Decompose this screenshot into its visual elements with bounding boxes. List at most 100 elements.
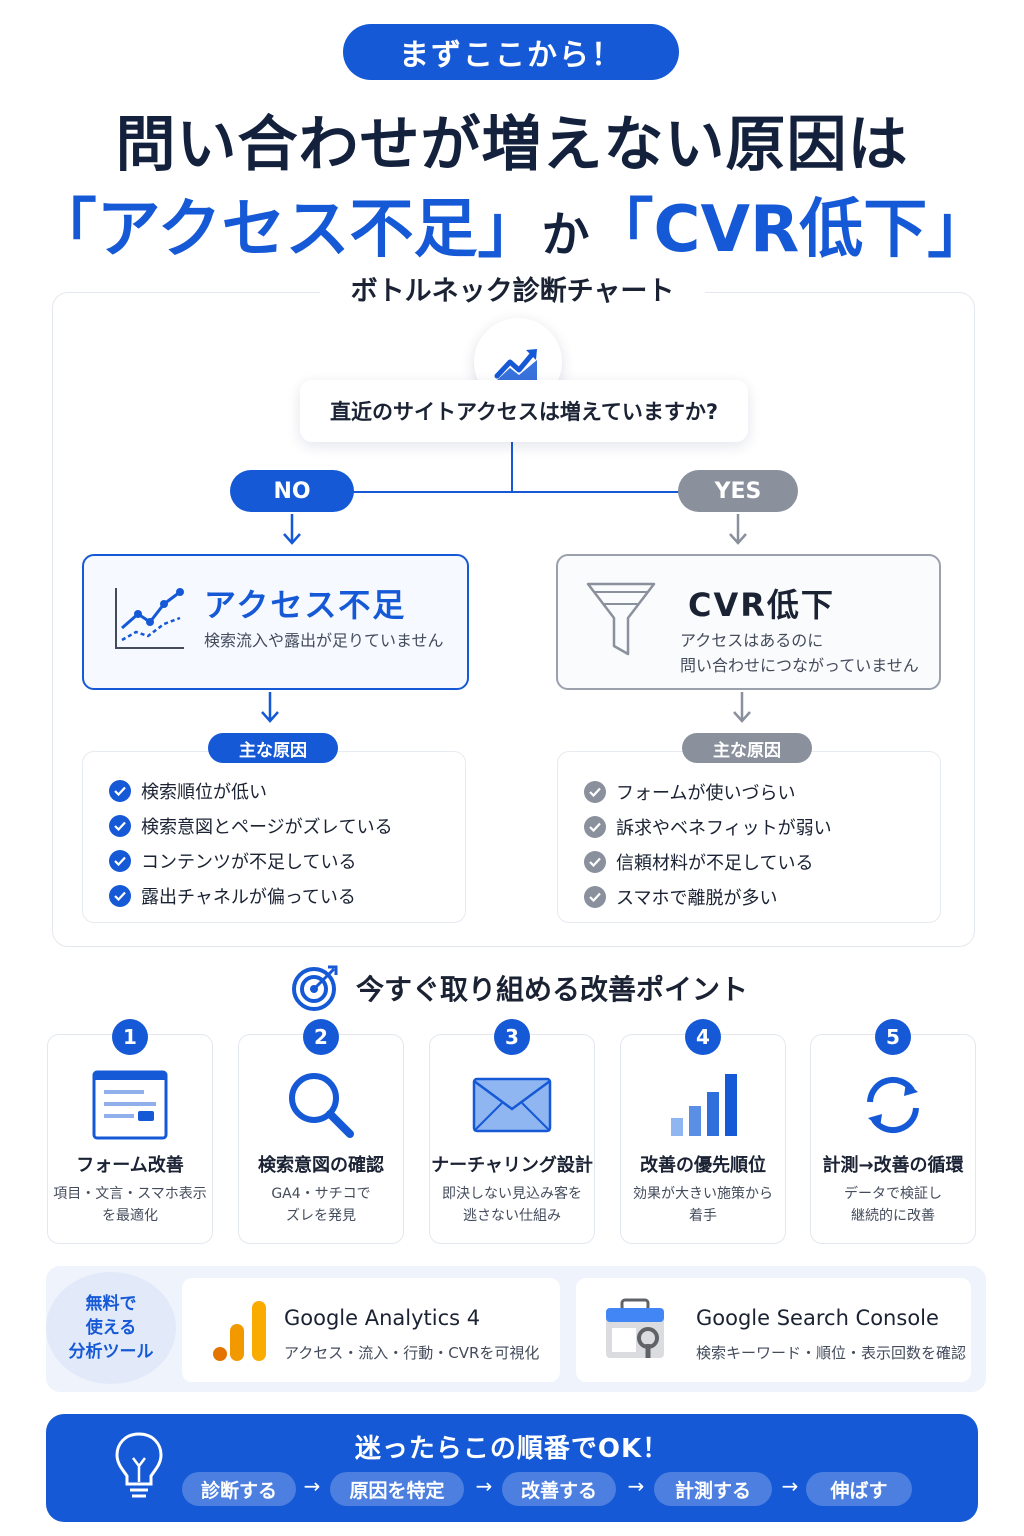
step-desc-line2: を最適化 [102,1208,158,1224]
step-desc: GA4・サチコでズレを発見 [239,1183,403,1227]
step-card-cycle: 計測→改善の循環 データで検証し継続的に改善 [810,1034,976,1244]
bar-chart-icon [671,1074,737,1136]
check-icon [109,850,131,872]
check-icon [584,781,606,803]
list-item: 訴求やベネフィットが弱い [584,814,832,840]
cause-text: スマホで離脱が多い [616,888,778,909]
step-desc: データで検証し継続的に改善 [811,1183,975,1227]
no-branch-pill: NO [230,470,354,512]
cvr-cause-label: 主な原因 [682,733,812,763]
step-number: 4 [685,1019,721,1055]
gsc-tool-name: Google Search Console [696,1306,939,1330]
step-card-search-intent: 検索意図の確認 GA4・サチコでズレを発見 [238,1034,404,1244]
step-desc-line1: データで検証し [844,1186,942,1202]
flow-step-measure: 計測する [654,1472,772,1506]
trend-up-icon [494,349,537,380]
cycle-refresh-icon [867,1076,919,1134]
list-item: スマホで離脱が多い [584,884,777,910]
check-icon [109,780,131,802]
check-icon [584,886,606,908]
access-cause-label: 主な原因 [208,733,338,763]
arrow-down-icon [729,514,747,545]
step-number: 2 [303,1019,339,1055]
step-desc-line2: 継続的に改善 [851,1208,935,1224]
arrow-down-icon [283,514,301,545]
step-desc: 即決しない見込み客を逃さない仕組み [430,1183,594,1227]
step-desc-line1: GA4・サチコで [271,1186,371,1202]
tools-label-line3: 分析ツール [68,1342,154,1362]
magnifier-icon [289,1073,354,1138]
step-desc: 項目・文言・スマホ表示を最適化 [48,1183,212,1227]
list-item: フォームが使いづらい [584,779,795,805]
lightbulb-icon [115,1432,163,1498]
flow-step-grow: 伸ばす [806,1472,912,1506]
question-stem-line [511,442,513,492]
question-box: 直近のサイトアクセスは増えていますか? [300,380,748,442]
step-card-form: フォーム改善 項目・文言・スマホ表示を最適化 [47,1034,213,1244]
flow-arrow-icon: → [627,1474,645,1498]
step-desc: 効果が大きい施策から着手 [621,1183,785,1227]
improvements-title-text: 今すぐ取り組める改善ポイント [356,973,749,1006]
step-card-priority: 改善の優先順位 効果が大きい施策から着手 [620,1034,786,1244]
branch-horizontal-line [352,491,682,493]
step-desc-line1: 即決しない見込み客を [442,1186,582,1202]
list-item: 信頼材料が不足している [584,849,813,875]
envelope-icon [472,1077,552,1133]
access-card-title: アクセス不足 [204,586,407,624]
funnel-icon [586,582,656,656]
improvements-title: 今すぐ取り組める改善ポイント [290,962,770,1014]
step-title: 検索意図の確認 [258,1155,384,1176]
flow-step-improve: 改善する [502,1472,616,1506]
flow-step-diagnose: 診断する [182,1472,296,1506]
step-card-nurturing: ナーチャリング設計 即決しない見込み客を逃さない仕組み [429,1034,595,1244]
ga4-tool-desc: アクセス・流入・行動・CVRを可視化 [284,1344,540,1362]
step-number: 1 [112,1019,148,1055]
google-analytics-icon [213,1301,266,1361]
free-tools-label: 無料で 使える 分析ツール [46,1272,176,1384]
banner-title: 迷ったらこの順番でOK！ [354,1434,670,1464]
headline-line1: 問い合わせが増えない原因は [115,110,909,180]
check-icon [584,816,606,838]
check-icon [109,885,131,907]
access-causes-box: 検索順位が低い 検索意図とページがズレている コンテンツが不足している 露出チャ… [82,751,466,923]
tools-label-line2: 使える [85,1318,137,1338]
flow-arrow-icon: → [303,1474,321,1498]
cause-text: 検索意図とページがズレている [141,817,393,838]
line-chart-icon [115,588,184,649]
yes-branch-pill: YES [678,470,798,512]
list-item: コンテンツが不足している [109,848,356,874]
cvr-card-desc-line1: アクセスはあるのに [680,631,824,650]
form-icon [92,1070,168,1140]
list-item: 露出チャネルが偏っている [109,883,356,909]
cvr-card-title: CVR低下 [688,586,835,624]
cvr-card-desc-line2: 問い合わせにつながっていません [680,656,919,675]
headline-or: か [541,207,590,263]
cause-text: コンテンツが不足している [141,852,357,873]
step-desc-line2: 逃さない仕組み [463,1208,561,1224]
cause-text: 訴求やベネフィットが弱い [616,818,832,839]
arrow-down-icon [261,692,279,723]
top-badge: まずここから！ [343,24,679,80]
flow-arrow-icon: → [475,1474,493,1498]
access-card-desc: 検索流入や露出が足りていません [204,631,444,650]
step-desc-line1: 項目・文言・スマホ表示 [53,1186,207,1202]
list-item: 検索順位が低い [109,778,267,804]
target-icon [292,965,338,1011]
cvr-causes-box: フォームが使いづらい 訴求やベネフィットが弱い 信頼材料が不足している スマホで… [557,751,941,923]
step-desc-line1: 効果が大きい施策から [633,1186,773,1202]
ga4-tool-card[interactable]: Google Analytics 4 アクセス・流入・行動・CVRを可視化 [182,1278,560,1382]
check-icon [584,851,606,873]
arrow-down-icon [733,692,751,723]
cause-text: 検索順位が低い [141,782,267,803]
search-console-tool-card[interactable]: Google Search Console 検索キーワード・順位・表示回数を確認 [576,1278,971,1382]
step-title: 改善の優先順位 [640,1155,766,1176]
list-item: 検索意図とページがズレている [109,813,393,839]
step-title: フォーム改善 [76,1155,184,1176]
cvr-drop-card: CVR低下 アクセスはあるのに 問い合わせにつながっていません [556,554,941,690]
cause-text: 露出チャネルが偏っている [141,887,356,908]
access-shortage-card: アクセス不足 検索流入や露出が足りていません [82,554,469,690]
ga4-tool-name: Google Analytics 4 [284,1306,481,1330]
flow-arrow-icon: → [781,1474,799,1498]
headline-access: 「アクセス不足」 [32,193,542,267]
headline-line2: 「アクセス不足」か「CVR低下」 [0,178,1024,270]
